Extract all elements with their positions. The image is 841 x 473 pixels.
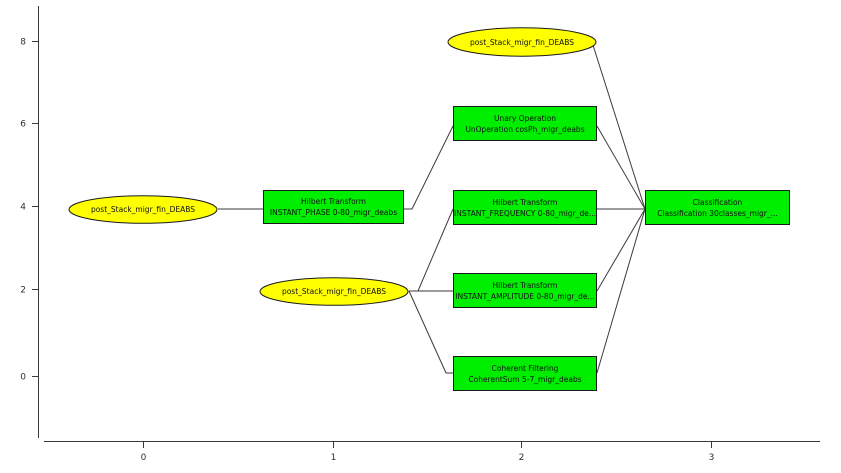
edge-layer [218,41,646,374]
node-label-title: Hilbert Transform [492,280,558,290]
x-tick-label: 1 [331,453,337,463]
node-label: post_Stack_migr_fin_DEABS [469,37,575,47]
edge-n7-n8 [596,208,646,374]
edge-n6-n8 [596,208,646,292]
y-tick-label: 8 [20,38,26,48]
graph-node-ellipse[interactable]: post_Stack_migr_fin_DEABS [68,195,218,224]
graph-node-box[interactable]: Classification Classification 30classes_… [645,190,790,225]
x-tick-label: 0 [141,453,147,463]
node-label: post_Stack_migr_fin_DEABS [281,287,387,296]
x-tick-label: 3 [709,453,715,463]
ellipse-shape [259,277,409,306]
graph-node-box[interactable]: Hilbert Transform INSTANT_PHASE 0-80_mig… [263,190,404,224]
node-label-subtitle: Classification 30classes_migr_... [657,208,778,218]
node-label-title: Classification [692,197,743,207]
graph-node-box[interactable]: Coherent Filtering CoherentSum 5-7_migr_… [453,356,597,391]
x-tick-label: 2 [519,453,525,463]
y-tick-label: 6 [20,120,26,130]
graph-node-box[interactable]: Hilbert Transform INSTANT_AMPLITUDE 0-80… [453,273,597,308]
node-label-subtitle: INSTANT_PHASE 0-80_migr_deabs [269,208,398,217]
node-label-title: Hilbert Transform [492,197,558,207]
graph-node-ellipse[interactable]: post_Stack_migr_fin_DEABS [447,27,597,57]
edge-n2-n7 [408,290,453,374]
y-tick-label: 0 [20,373,26,383]
node-label-title: Coherent Filtering [491,363,559,373]
edge-n3-n8 [591,41,646,210]
y-tick-group: 8 6 4 2 0 [20,38,39,383]
node-label-subtitle: INSTANT_FREQUENCY 0-80_migr_de... [454,208,597,218]
y-tick-label: 2 [20,286,26,296]
node-label-title: Hilbert Transform [301,197,366,206]
node-label-subtitle: CoherentSum 5-7_migr_deabs [468,374,582,384]
y-tick-label: 4 [20,203,26,213]
x-tick-group: 0 1 2 3 [141,441,715,463]
edge-n4-n8 [596,125,646,210]
edge-n1-n4 [404,125,454,210]
graph-node-ellipse[interactable]: post_Stack_migr_fin_DEABS [259,277,409,306]
node-label-subtitle: UnOperation cosPh_migr_deabs [465,124,585,134]
ellipse-shape [447,27,597,57]
node-label-subtitle: INSTANT_AMPLITUDE 0-80_migr_de... [455,291,595,301]
node-label: post_Stack_migr_fin_DEABS [90,205,196,214]
graph-node-box[interactable]: Hilbert Transform INSTANT_FREQUENCY 0-80… [453,190,597,225]
edge-n2-n5 [409,208,454,292]
node-label-title: Unary Operation [493,113,557,123]
graph-node-box[interactable]: Unary Operation UnOperation cosPh_migr_d… [453,106,597,141]
ellipse-shape [68,195,218,224]
